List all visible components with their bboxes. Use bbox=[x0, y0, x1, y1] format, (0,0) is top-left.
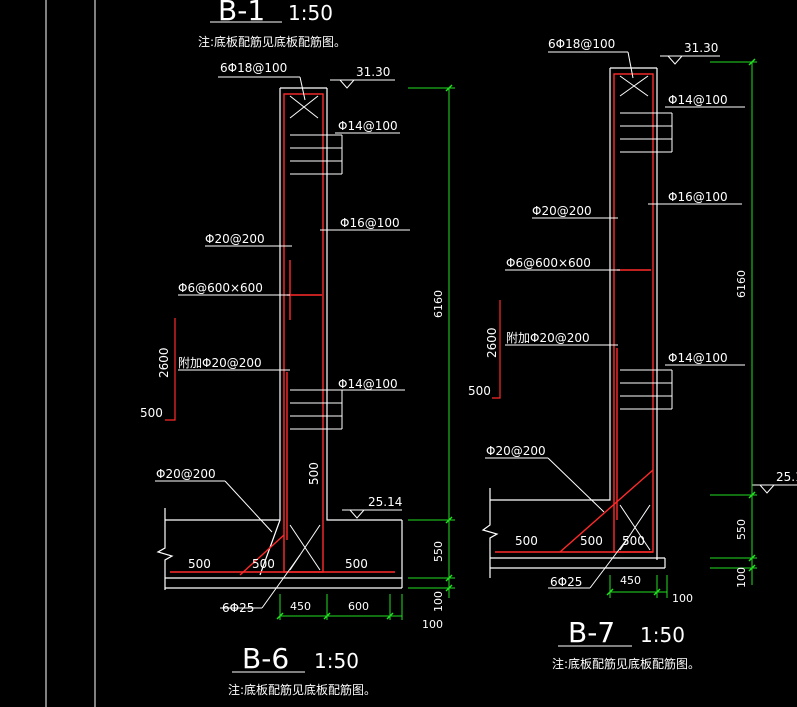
b7-horizontal-bar-ticks bbox=[620, 112, 673, 410]
top-partial-note: 注:底板配筋见底板配筋图。 bbox=[198, 34, 346, 49]
b7-leaders bbox=[485, 51, 745, 589]
b6-elevation-base: 25.14 bbox=[368, 495, 402, 509]
b6-total-height-dim: 6160 bbox=[432, 290, 445, 318]
b7-elevation-top: 31.30 bbox=[684, 41, 718, 55]
b7-rebar bbox=[495, 73, 654, 553]
b6-tie-label: Φ6@600×600 bbox=[178, 281, 263, 295]
b7-elevation-right: 25.1 bbox=[776, 470, 797, 484]
b7-horizontal-bar-lower-label: Φ14@100 bbox=[668, 351, 728, 365]
b7-length-mid: 500 bbox=[580, 534, 603, 548]
b6-elevation-top-mark bbox=[330, 79, 395, 89]
b6-extra-extension-dim: 500 bbox=[140, 406, 163, 420]
b6-horizontal-bar-upper-label: Φ14@100 bbox=[338, 119, 398, 133]
b6-cover-dim: 100 bbox=[432, 591, 445, 612]
b7-cross-marks bbox=[619, 75, 651, 551]
b6-concrete-outline bbox=[156, 87, 403, 590]
b7-top-bar-label: 6Φ18@100 bbox=[548, 37, 615, 51]
b6-extra-length-dim: 2600 bbox=[157, 347, 171, 378]
b6-length-right: 500 bbox=[345, 557, 368, 571]
b6-extra-bar-label: 附加Φ20@200 bbox=[178, 356, 262, 370]
b6-length-left: 500 bbox=[188, 557, 211, 571]
b7-vertical-inner-label: Φ20@200 bbox=[532, 204, 592, 218]
b7-haunch-bar-label: Φ20@200 bbox=[486, 444, 546, 458]
top-partial-title-block: B-1 1:50 注:底板配筋见底板配筋图。 bbox=[198, 0, 346, 49]
section-b7: 31.30 25.1 6Φ18@100 Φ14@100 Φ16@100 Φ20@… bbox=[468, 37, 797, 671]
b7-length-right: 500 bbox=[622, 534, 645, 548]
b7-scale: 1:50 bbox=[640, 623, 685, 647]
top-partial-title: B-1 bbox=[218, 0, 265, 27]
b7-note: 注:底板配筋见底板配筋图。 bbox=[552, 656, 700, 671]
b6-base-thickness-dim: 550 bbox=[432, 541, 445, 562]
b6-dimension-lines bbox=[279, 87, 455, 620]
b7-cover-dim: 100 bbox=[735, 567, 748, 588]
b7-total-height-dim: 6160 bbox=[735, 270, 748, 298]
b7-wall-width-dim: 450 bbox=[620, 574, 641, 587]
b7-tie-label: Φ6@600×600 bbox=[506, 256, 591, 270]
b7-elevation-right-mark bbox=[752, 484, 797, 494]
b7-vertical-outer-label: Φ16@100 bbox=[668, 190, 728, 204]
b6-vertical-outer-label: Φ16@100 bbox=[340, 216, 400, 230]
section-b6: 31.30 25.14 6Φ18@100 Φ14@100 Φ16@100 Φ20… bbox=[140, 61, 455, 697]
b7-dimension-ticks bbox=[606, 58, 756, 596]
b7-length-left: 500 bbox=[515, 534, 538, 548]
b6-horizontal-bar-ticks bbox=[290, 134, 343, 430]
b7-bottom-bar-label: 6Φ25 bbox=[550, 575, 582, 589]
b6-title: B-6 bbox=[242, 642, 289, 675]
top-partial-scale: 1:50 bbox=[288, 1, 333, 25]
b6-haunch-bar-label: Φ20@200 bbox=[156, 467, 216, 481]
b7-base-thickness-dim: 550 bbox=[735, 519, 748, 540]
b6-leaders bbox=[155, 76, 410, 609]
b6-note: 注:底板配筋见底板配筋图。 bbox=[228, 682, 376, 697]
b7-extra-bar-label: 附加Φ20@200 bbox=[506, 331, 590, 345]
b6-top-bar-label: 6Φ18@100 bbox=[220, 61, 287, 75]
b7-horizontal-bar-upper-label: Φ14@100 bbox=[668, 93, 728, 107]
b6-haunch-height: 500 bbox=[307, 462, 321, 485]
b6-scale: 1:50 bbox=[314, 649, 359, 673]
b6-bottom-bar-label: 6Φ25 bbox=[222, 601, 254, 615]
b6-extra-bar-extent bbox=[165, 318, 176, 421]
b6-rebar bbox=[170, 93, 395, 576]
b6-elevation-top: 31.30 bbox=[356, 65, 390, 79]
b6-elevation-base-mark bbox=[342, 509, 402, 519]
b7-extra-extension-dim: 500 bbox=[468, 384, 491, 398]
b7-extra-bar-extent bbox=[492, 300, 501, 399]
b6-toe-width-dim: 600 bbox=[348, 600, 369, 613]
b7-concrete-outline bbox=[481, 67, 666, 578]
b7-bottom-cover-dim: 100 bbox=[672, 592, 693, 605]
b6-vertical-inner-label: Φ20@200 bbox=[205, 232, 265, 246]
b7-extra-length-dim: 2600 bbox=[485, 327, 499, 358]
b6-cross-marks bbox=[289, 95, 321, 571]
b7-dimension-lines bbox=[609, 61, 757, 598]
b6-bottom-cover-dim: 100 bbox=[422, 618, 443, 631]
b7-elevation-top-mark bbox=[660, 55, 720, 65]
b7-title: B-7 bbox=[568, 616, 615, 649]
b6-horizontal-bar-lower-label: Φ14@100 bbox=[338, 377, 398, 391]
b6-dimension-ticks bbox=[276, 84, 453, 620]
b6-length-mid: 500 bbox=[252, 557, 275, 571]
sheet-frame-lines bbox=[45, 0, 96, 707]
b6-wall-width-dim: 450 bbox=[290, 600, 311, 613]
